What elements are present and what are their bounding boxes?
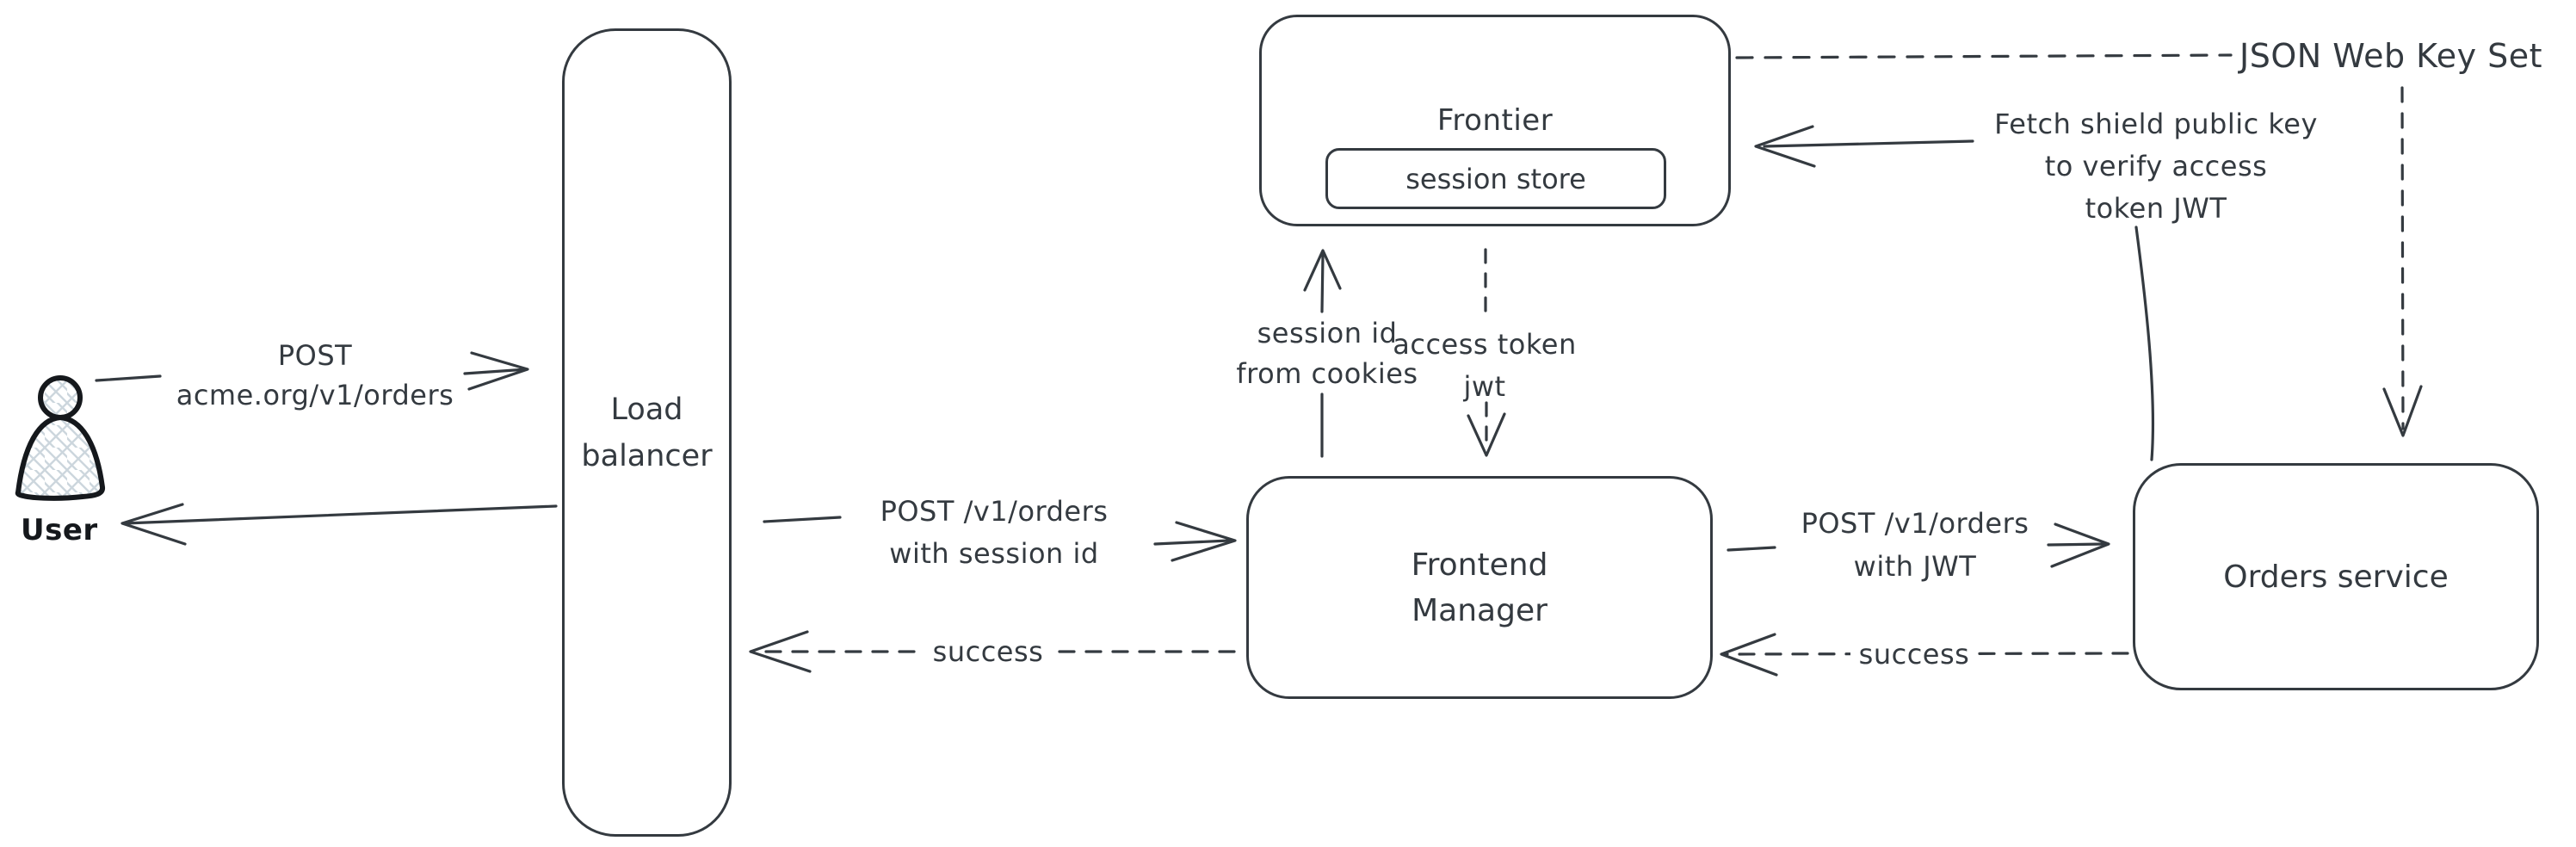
arrow-lb-to-user [120, 503, 558, 546]
session-store-label: session store [1405, 162, 1586, 195]
arrow-user-to-lb [95, 351, 529, 391]
frontend-manager-label: Frontend Manager [1411, 547, 1548, 628]
load-balancer-node[interactable]: Load balancer [562, 28, 732, 837]
edge-label-access-token: access token jwt [1393, 328, 1577, 403]
edge-label-fm-to-orders: POST /v1/orders with JWT [1801, 507, 2029, 583]
arrow-orders-to-frontier [1754, 125, 2155, 461]
jwks-label: JSON Web Key Set [2239, 37, 2543, 75]
arrow-lb-to-fm [763, 516, 1237, 562]
arrow-jwks-to-orders [2382, 86, 2423, 437]
edge-label-fetch-public-key: Fetch shield public key to verify access… [1994, 108, 2318, 225]
arrow-fm-to-frontier [1303, 249, 1342, 458]
arrow-fm-to-lb-success [749, 630, 1236, 673]
orders-service-label: Orders service [2223, 559, 2449, 595]
arrow-fm-to-orders [1727, 522, 2110, 568]
frontier-label: Frontier [1436, 103, 1554, 138]
user-person-icon [15, 375, 105, 501]
line-frontier-to-jwks [1735, 53, 2233, 59]
user-label: User [21, 513, 98, 547]
edge-label-user-to-lb: POST acme.org/v1/orders [176, 339, 454, 411]
person-head [38, 375, 83, 420]
edge-label-lb-to-fm: POST /v1/orders with session id [880, 495, 1109, 570]
frontier-node[interactable]: Frontier session store [1259, 15, 1731, 226]
person-body [15, 415, 105, 501]
arrow-frontier-to-fm [1467, 248, 1506, 457]
edge-label-orders-to-fm-success: success [1828, 634, 2000, 674]
edge-label-session-id: session id from cookies [1236, 317, 1418, 390]
load-balancer-label: Load balancer [581, 392, 713, 473]
frontend-manager-node[interactable]: Frontend Manager [1246, 476, 1713, 699]
orders-service-node[interactable]: Orders service [2133, 463, 2539, 690]
session-store-node[interactable]: session store [1325, 148, 1666, 209]
edge-label-fm-to-lb-success: success [902, 632, 1074, 671]
